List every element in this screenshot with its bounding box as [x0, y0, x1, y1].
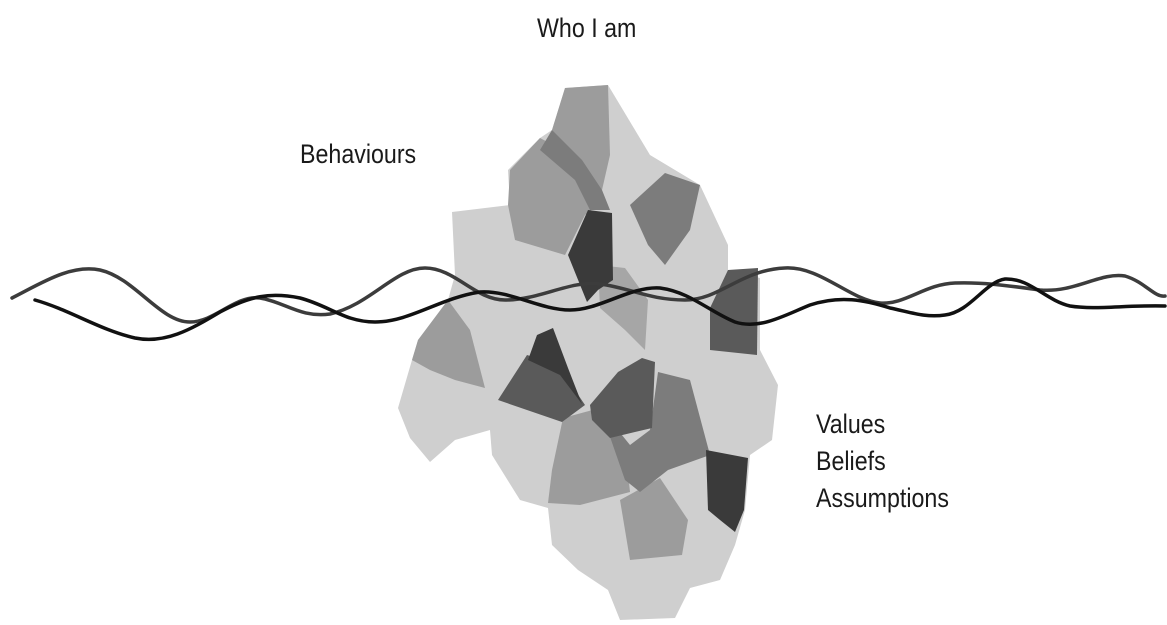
label-beliefs: Beliefs — [816, 446, 886, 476]
facet-dark-wedge — [528, 328, 582, 404]
waterline — [10, 266, 1167, 342]
facet-dark-column — [568, 210, 613, 302]
label-assumptions: Assumptions — [816, 483, 949, 513]
label-values: Values — [816, 409, 886, 439]
below-water-labels: Values Beliefs Assumptions — [816, 408, 949, 519]
above-water-label: Behaviours — [300, 139, 417, 169]
facet-top — [552, 85, 610, 190]
wave-primary — [33, 277, 1167, 342]
facet-upper-right — [630, 173, 700, 265]
facet-upper-mid — [540, 130, 610, 210]
facet-center-right — [590, 358, 655, 438]
facet-lower-right — [620, 478, 688, 560]
diagram-title: Who I am — [537, 13, 637, 43]
facet-center-left — [498, 355, 585, 422]
facet-left — [412, 300, 485, 388]
iceberg — [398, 85, 778, 620]
facet-dark-right — [706, 450, 748, 532]
facet-lower-center — [600, 372, 710, 492]
